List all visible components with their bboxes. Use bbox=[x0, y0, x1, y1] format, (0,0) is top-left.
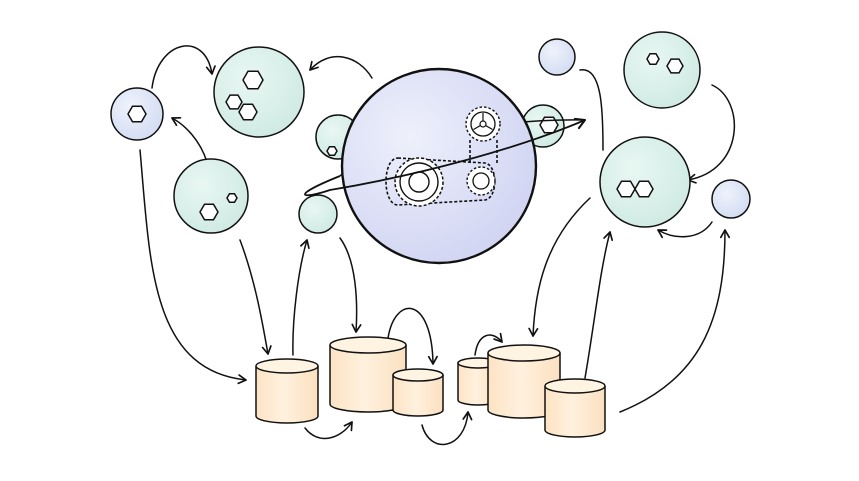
arrow-cyl6-to-s9 bbox=[619, 229, 731, 413]
database-cylinders bbox=[255, 336, 606, 438]
hexagon-icon bbox=[127, 105, 147, 123]
arrow-cyl1-to-cyl2 bbox=[304, 421, 353, 440]
database-cylinder-1 bbox=[255, 358, 319, 424]
arrow-cyl2-to-cyl3 bbox=[387, 307, 438, 365]
sphere-service-right-small bbox=[711, 179, 751, 219]
arrow-s3-to-cyl1 bbox=[239, 239, 272, 355]
service-spheres-right bbox=[599, 31, 751, 228]
hexagon-icon bbox=[238, 103, 258, 121]
arrow-core-to-s2 bbox=[309, 55, 373, 79]
hexagon-icon bbox=[226, 192, 238, 204]
hexagon-icon bbox=[616, 180, 636, 198]
orbit-ring-front bbox=[304, 117, 587, 197]
sphere-service-top-left bbox=[213, 46, 305, 138]
sphere-service-left-mid bbox=[173, 158, 249, 234]
sphere-service-small-teal bbox=[298, 194, 338, 234]
arrow-cyl1-to-s5 bbox=[292, 239, 310, 356]
gear-icon bbox=[465, 106, 501, 142]
hexagon-icon bbox=[199, 203, 219, 221]
arrow-cyl3-to-cyl4 bbox=[421, 411, 473, 446]
connection-arrows bbox=[139, 45, 735, 446]
sphere-service-top-right bbox=[623, 31, 701, 109]
arrow-cyl4-to-cyl5 bbox=[474, 332, 503, 356]
gear-icon bbox=[394, 157, 444, 207]
belt-icon bbox=[385, 140, 498, 206]
arrow-s1-to-s2 bbox=[151, 45, 216, 89]
database-cylinder-3 bbox=[392, 368, 444, 417]
sphere-service-left-small bbox=[110, 87, 164, 141]
service-spheres bbox=[110, 38, 576, 234]
arrow-s1-to-cyl1 bbox=[139, 149, 247, 385]
sphere-service-top-right-small bbox=[538, 38, 576, 76]
arrow-s5-to-cyl2 bbox=[339, 237, 362, 333]
arrow-s7-to-s8 bbox=[687, 84, 735, 184]
arrow-s6-to-s8 bbox=[579, 69, 604, 151]
database-cylinder-2 bbox=[329, 336, 407, 413]
hexagon-icon bbox=[242, 70, 264, 90]
arrow-s9-to-s8 bbox=[657, 221, 713, 239]
gear-icon bbox=[466, 166, 496, 196]
hexagon-icon bbox=[326, 145, 338, 157]
arrow-cyl6-to-s8 bbox=[584, 231, 614, 379]
hexagon-icon bbox=[646, 53, 660, 65]
hexagon-icon bbox=[225, 94, 243, 110]
database-cylinder-6 bbox=[544, 378, 606, 438]
hexagon-icon bbox=[634, 180, 654, 198]
hexagon-icon bbox=[666, 58, 684, 74]
sphere-service-right-main bbox=[599, 136, 691, 228]
arrow-s3-to-s1 bbox=[171, 116, 208, 163]
core-engine-sphere bbox=[304, 67, 587, 265]
arrow-s8-to-cyl5 bbox=[528, 197, 591, 337]
